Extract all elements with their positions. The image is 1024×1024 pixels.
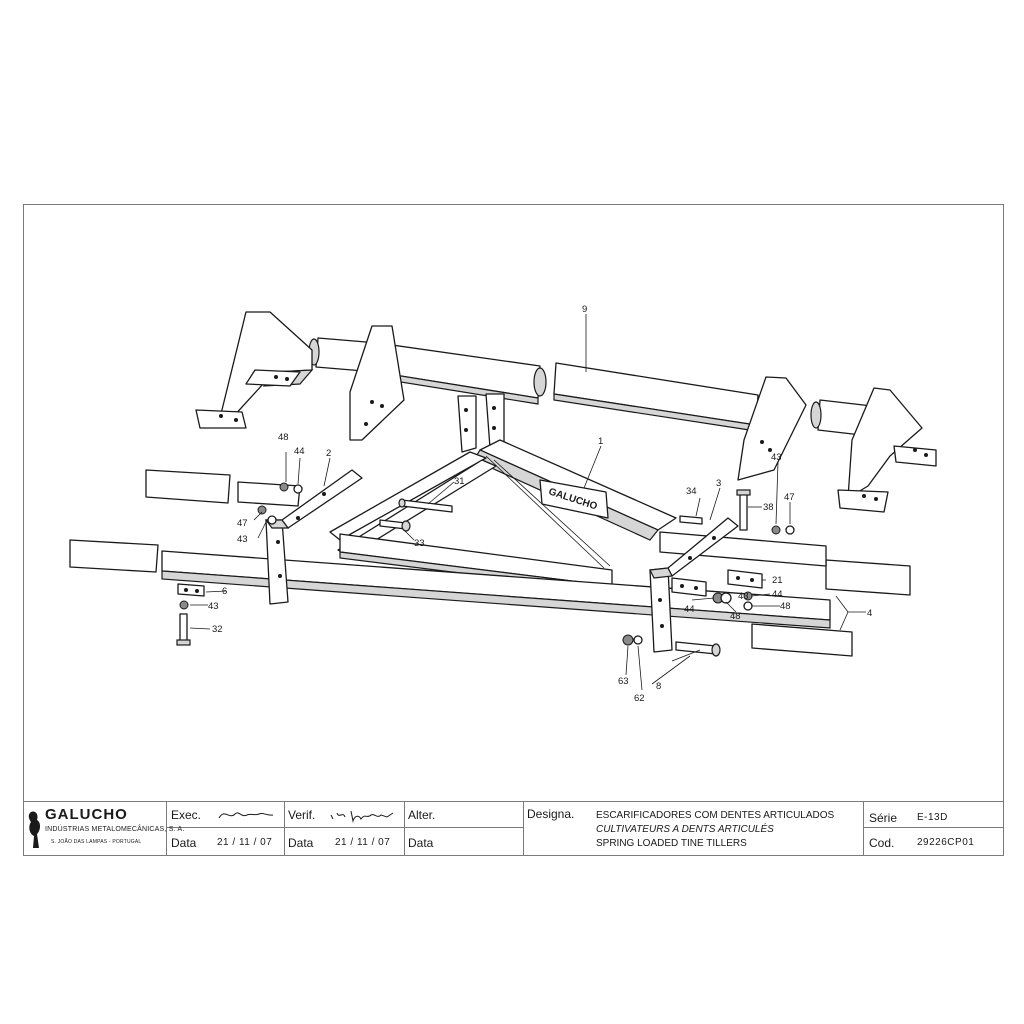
callout-32: 32 bbox=[212, 624, 223, 635]
callout-48: 48 bbox=[730, 611, 741, 622]
verif-label: Verif. bbox=[288, 808, 316, 822]
bolt-32 bbox=[176, 613, 191, 646]
drawing-sheet-border bbox=[23, 204, 1004, 856]
pin-33 bbox=[379, 519, 411, 532]
headstock-frame-1: GALUCHO bbox=[329, 393, 677, 593]
rooster-logo-icon bbox=[28, 811, 40, 848]
callout-47: 47 bbox=[237, 518, 248, 529]
callout-9: 9 bbox=[582, 304, 587, 315]
callout-2: 2 bbox=[326, 448, 331, 459]
serie-value: E-13D bbox=[917, 812, 948, 823]
alter-label: Alter. bbox=[408, 808, 436, 822]
bracket-right-inner bbox=[737, 376, 807, 481]
nuts-and-washers bbox=[179, 482, 795, 646]
leader-lines bbox=[189, 314, 866, 691]
bracket-left-inner bbox=[349, 325, 405, 441]
part-callouts: 9 1 2 3 4 6 8 21 31 32 33 34 38 43 43 43… bbox=[208, 304, 872, 704]
designation-en: SPRING LOADED TINE TILLERS bbox=[596, 838, 747, 849]
designation-fr: CULTIVATEURS A DENTS ARTICULÉS bbox=[596, 824, 774, 835]
callout-43: 43 bbox=[738, 591, 749, 602]
exec-label: Exec. bbox=[171, 808, 202, 822]
callout-33: 33 bbox=[414, 538, 425, 549]
title-block: GALUCHO INDÚSTRIAS METALOMECÂNICAS, S. A… bbox=[23, 801, 1004, 856]
callout-43: 43 bbox=[237, 534, 248, 545]
callout-44: 44 bbox=[684, 604, 695, 615]
company-address: S. JOÃO DAS LAMPAS - PORTUGAL bbox=[51, 839, 142, 845]
bracket-right-outer bbox=[837, 387, 937, 513]
callout-6: 6 bbox=[222, 586, 227, 597]
callout-48: 48 bbox=[278, 432, 289, 443]
clamp-plate-3 bbox=[649, 517, 739, 653]
verif-signature bbox=[330, 810, 394, 823]
callout-38: 38 bbox=[763, 502, 774, 513]
verif-date-value: 21 / 11 / 07 bbox=[335, 837, 391, 848]
cod-value: 29226CP01 bbox=[917, 837, 975, 848]
callout-34: 34 bbox=[686, 486, 697, 497]
exec-signature bbox=[218, 812, 274, 819]
callout-43: 43 bbox=[771, 452, 782, 463]
verif-date-label: Data bbox=[288, 836, 314, 850]
callout-44: 44 bbox=[772, 589, 783, 600]
callout-31: 31 bbox=[454, 476, 465, 487]
callout-47: 47 bbox=[784, 492, 795, 503]
serie-label: Série bbox=[869, 811, 898, 825]
company-logo-block: GALUCHO INDÚSTRIAS METALOMECÂNICAS, S. A… bbox=[25, 806, 184, 854]
bracket-left-outer bbox=[195, 311, 314, 429]
clamp-plate-2 bbox=[264, 469, 363, 605]
u-plate-21 bbox=[671, 569, 763, 597]
bolt-38 bbox=[736, 489, 751, 531]
cod-label: Cod. bbox=[869, 836, 895, 850]
designation-pt: ESCARIFICADORES COM DENTES ARTICULADOS bbox=[596, 810, 835, 821]
callout-3: 3 bbox=[716, 478, 721, 489]
pin-8 bbox=[675, 641, 721, 657]
callout-21: 21 bbox=[772, 575, 783, 586]
exec-date-value: 21 / 11 / 07 bbox=[217, 837, 273, 848]
callout-48: 48 bbox=[780, 601, 791, 612]
callout-63: 63 bbox=[618, 676, 629, 687]
callout-8: 8 bbox=[656, 681, 661, 692]
u-plate-6 bbox=[177, 583, 205, 597]
designation-label: Designa. bbox=[527, 807, 575, 821]
callout-62: 62 bbox=[634, 693, 645, 704]
callout-4: 4 bbox=[867, 608, 872, 619]
callout-1: 1 bbox=[598, 436, 603, 447]
company-subtitle: INDÚSTRIAS METALOMECÂNICAS, S. A. bbox=[45, 826, 185, 833]
exec-date-label: Data bbox=[171, 836, 197, 850]
company-name: GALUCHO bbox=[45, 806, 128, 823]
pin-34 bbox=[679, 515, 703, 525]
callout-43: 43 bbox=[208, 601, 219, 612]
callout-44: 44 bbox=[294, 446, 305, 457]
pin-31 bbox=[398, 498, 453, 513]
alter-date-label: Data bbox=[408, 836, 434, 850]
